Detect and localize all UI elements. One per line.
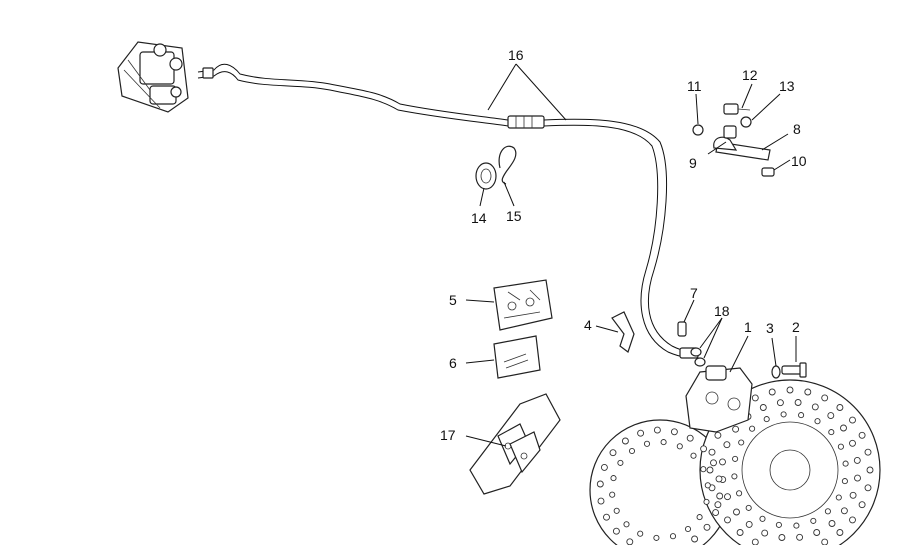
leader-lines xyxy=(465,63,797,447)
callout-1: 1 xyxy=(744,319,752,335)
master-cylinder xyxy=(117,41,189,113)
brake-pads-kit xyxy=(469,393,561,495)
hose-hook-clip xyxy=(498,145,517,185)
callout-11: 11 xyxy=(687,78,702,94)
callout-13: 13 xyxy=(779,78,795,94)
callout-4: 4 xyxy=(584,317,592,333)
washers-18 xyxy=(690,347,706,367)
callout-7: 7 xyxy=(690,285,698,301)
callout-2: 2 xyxy=(792,319,800,335)
callout-8: 8 xyxy=(793,121,801,137)
callout-6: 6 xyxy=(449,355,457,371)
callout-17: 17 xyxy=(440,427,456,443)
bleed-screw-7 xyxy=(677,321,687,337)
parts-kit-bag-6 xyxy=(493,335,541,379)
callout-16: 16 xyxy=(508,47,524,63)
hose-clip-4 xyxy=(611,311,635,353)
callout-10: 10 xyxy=(791,153,807,169)
bracket-assembly xyxy=(692,103,775,177)
brake-caliper xyxy=(685,365,753,433)
hose-grommet xyxy=(475,162,497,190)
callout-12: 12 xyxy=(742,67,758,83)
callout-14: 14 xyxy=(471,210,487,226)
callout-18: 18 xyxy=(714,303,730,319)
parts-kit-bag-5 xyxy=(493,279,553,331)
callout-labels: 1 2 3 4 5 6 7 8 9 10 11 12 13 14 15 16 1… xyxy=(440,47,807,443)
callout-9: 9 xyxy=(689,155,697,171)
callout-15: 15 xyxy=(506,208,522,224)
callout-3: 3 xyxy=(766,320,774,336)
washer-3 xyxy=(771,365,781,379)
caliper-bolt-2 xyxy=(781,362,807,378)
callout-5: 5 xyxy=(449,292,457,308)
